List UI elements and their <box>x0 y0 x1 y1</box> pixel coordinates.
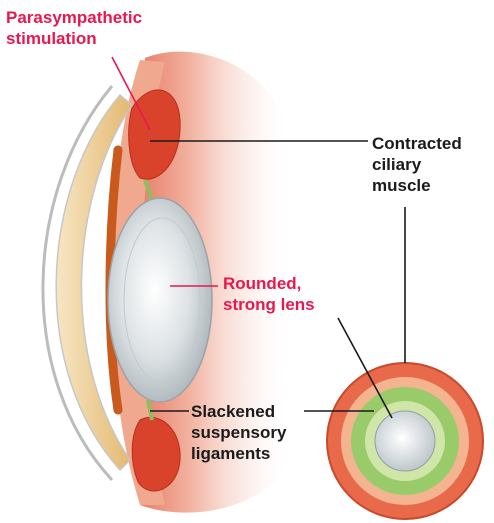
label-contracted-ciliary-muscle: Contracted ciliary muscle <box>372 133 462 196</box>
label-rounded-strong-lens: Rounded, strong lens <box>223 273 315 315</box>
cross-section-lens <box>375 411 435 471</box>
label-slackened-suspensory-ligaments: Slackened suspensory ligaments <box>191 401 286 464</box>
cross-section <box>327 363 483 519</box>
label-parasympathetic-stimulation: Parasympathetic stimulation <box>6 7 142 49</box>
